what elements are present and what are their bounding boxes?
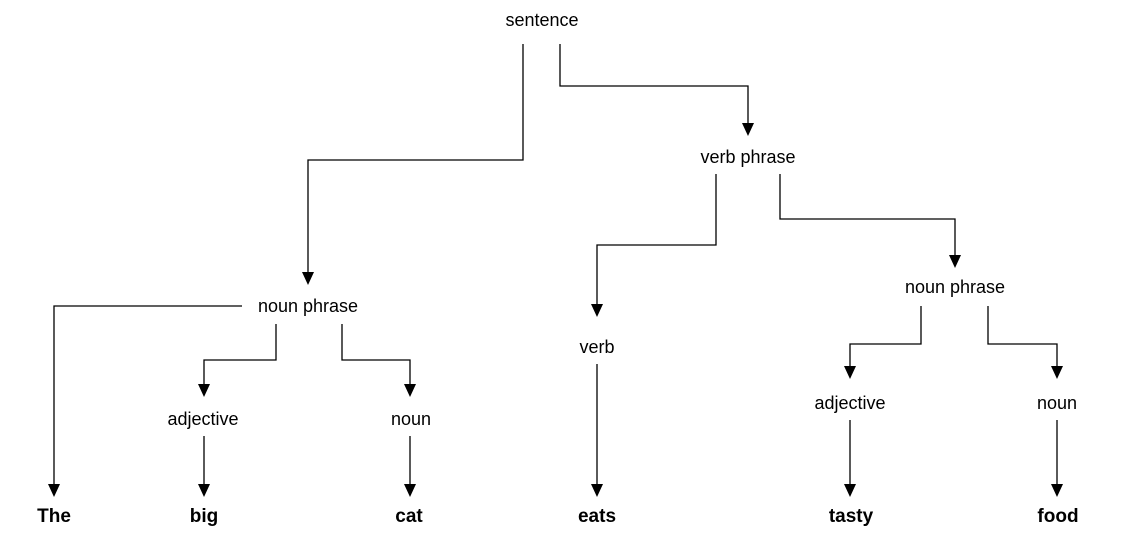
arrowhead-the bbox=[48, 484, 60, 497]
arrowhead-noun-phrase-left bbox=[302, 272, 314, 285]
edge-sentence-to-noun-phrase bbox=[307, 44, 524, 272]
node-verb-phrase: verb phrase bbox=[700, 147, 795, 167]
leaf-eats: eats bbox=[578, 506, 616, 527]
arrowhead-cat bbox=[404, 484, 416, 497]
arrowhead-tasty bbox=[844, 484, 856, 497]
node-noun-phrase-right: noun phrase bbox=[905, 277, 1005, 297]
arrowhead-food bbox=[1051, 484, 1063, 497]
node-noun-left: noun bbox=[391, 409, 431, 429]
edge-sentence-to-verb-phrase bbox=[559, 44, 749, 123]
arrowhead-noun-right bbox=[1051, 366, 1063, 379]
edge-noun-phrase-to-noun-right bbox=[987, 306, 1058, 366]
leaf-cat: cat bbox=[395, 506, 423, 527]
arrowhead-adjective-left bbox=[198, 384, 210, 397]
node-adjective-right: adjective bbox=[814, 393, 885, 413]
node-sentence: sentence bbox=[505, 10, 578, 30]
arrowhead-big bbox=[198, 484, 210, 497]
edge-verb-phrase-to-verb bbox=[596, 174, 717, 304]
edge-noun-phrase-to-the bbox=[53, 305, 242, 484]
arrowhead-eats bbox=[591, 484, 603, 497]
node-noun-phrase-left: noun phrase bbox=[258, 296, 358, 316]
leaf-food: food bbox=[1037, 506, 1078, 527]
arrowhead-verb bbox=[591, 304, 603, 317]
leaf-big: big bbox=[190, 506, 219, 527]
node-noun-right: noun bbox=[1037, 393, 1077, 413]
arrowhead-adjective-right bbox=[844, 366, 856, 379]
leaf-the: The bbox=[37, 506, 71, 527]
leaf-tasty: tasty bbox=[829, 506, 874, 527]
arrowhead-noun-left bbox=[404, 384, 416, 397]
arrowhead-verb-phrase bbox=[742, 123, 754, 136]
edge-noun-phrase-to-noun bbox=[341, 324, 411, 384]
node-adjective-left: adjective bbox=[167, 409, 238, 429]
edge-noun-phrase-to-adjective bbox=[203, 324, 277, 384]
edge-verb-phrase-to-noun-phrase bbox=[779, 174, 956, 255]
edge-noun-phrase-to-adjective-right bbox=[849, 306, 922, 366]
node-verb: verb bbox=[579, 337, 614, 357]
arrowhead-noun-phrase-right bbox=[949, 255, 961, 268]
